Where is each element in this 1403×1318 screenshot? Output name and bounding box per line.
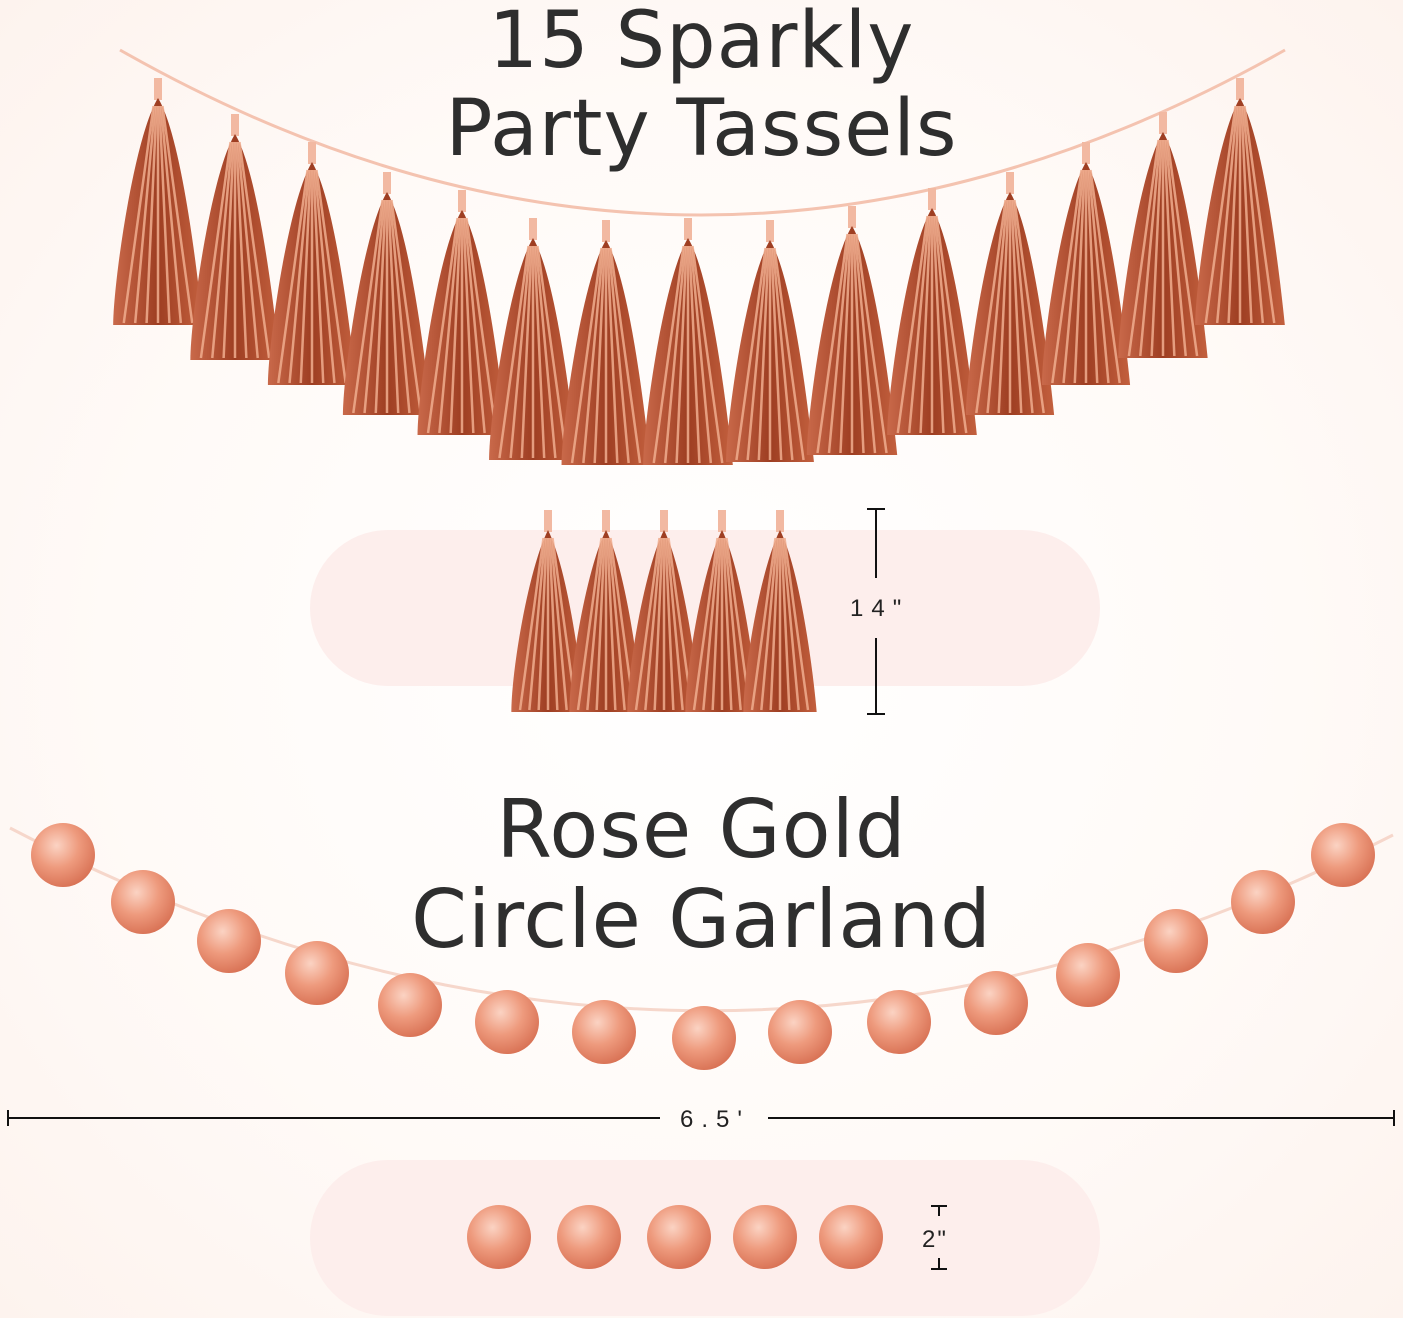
garland-circle [1231, 870, 1295, 934]
sample-circle [733, 1205, 797, 1269]
garland-circle [111, 870, 175, 934]
sample-circle [557, 1205, 621, 1269]
garland-circle [964, 971, 1028, 1035]
tassel [417, 190, 507, 435]
garland-circle [867, 990, 931, 1054]
length-dimension-marker [7, 1110, 1395, 1126]
sample-tassel [569, 510, 643, 712]
garland-circle [768, 1000, 832, 1064]
sample-circle [647, 1205, 711, 1269]
tassel [965, 172, 1055, 415]
tassel [887, 188, 977, 435]
sample-tassel [743, 510, 817, 712]
tassel-string [119, 48, 1286, 217]
garland-circle [572, 1000, 636, 1064]
sample-circle [819, 1205, 883, 1269]
sample-circle [467, 1205, 531, 1269]
tassel [1195, 78, 1285, 325]
garland-title-line2: Circle Garland [411, 873, 992, 966]
tassel [267, 142, 357, 385]
garland-title-line1: Rose Gold [496, 783, 907, 876]
garland-circle [1056, 943, 1120, 1007]
garland-circle [378, 973, 442, 1037]
tassel-height-label: 14" [850, 595, 910, 622]
garland-circle [672, 1006, 736, 1070]
tassel [113, 78, 203, 325]
tassels-title-line2: Party Tassels [445, 84, 958, 174]
tassel [643, 218, 733, 465]
tassel [489, 218, 577, 460]
tassel [561, 220, 651, 465]
circle-diameter-label: 2" [922, 1226, 948, 1253]
diameter-dimension-marker [931, 1205, 947, 1270]
garland-circle [197, 909, 261, 973]
tassel [190, 114, 280, 360]
tassels-title-line1: 15 Sparkly [488, 0, 915, 86]
garland-circle [1144, 909, 1208, 973]
tassel [1041, 142, 1131, 385]
sample-tassel [511, 510, 585, 712]
tassel [1118, 112, 1208, 358]
garland-circle [285, 941, 349, 1005]
tassel [342, 172, 432, 415]
sample-tassel [685, 510, 759, 712]
garland-circle [1311, 823, 1375, 887]
garland-length-label: 6.5' [680, 1106, 750, 1133]
garland-circle [475, 990, 539, 1054]
tassel [726, 220, 814, 462]
garland-circle [31, 823, 95, 887]
tassel [806, 206, 898, 455]
height-dimension-marker [867, 508, 885, 715]
